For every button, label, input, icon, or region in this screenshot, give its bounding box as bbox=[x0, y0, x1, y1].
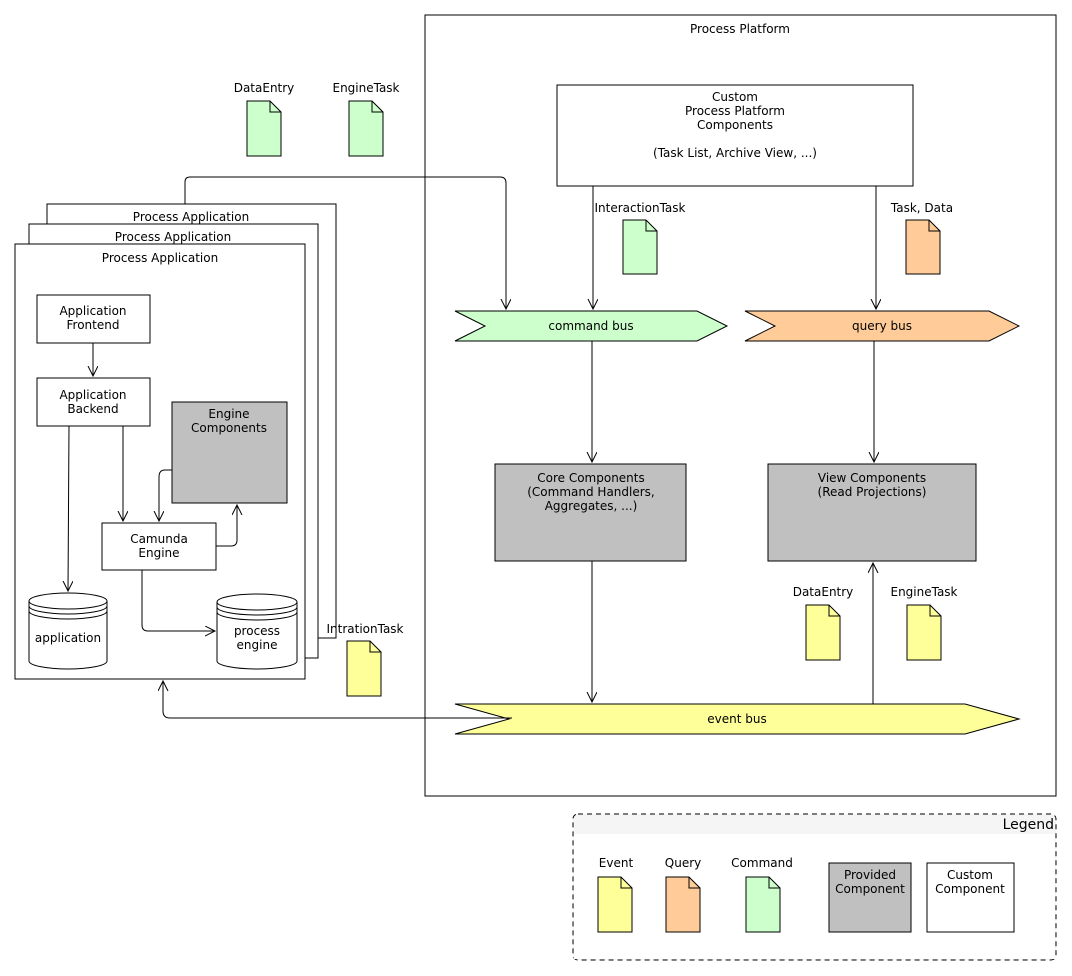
doc-interaction-task: InteractionTask bbox=[594, 201, 686, 275]
custom-components-line3: Components bbox=[697, 118, 773, 132]
command-bus[interactable]: command bus bbox=[454, 310, 729, 342]
custom-components-line2: Process Platform bbox=[685, 104, 785, 118]
legend-command-label: Command bbox=[731, 856, 793, 870]
connector-camunda-to-process-db bbox=[141, 570, 215, 631]
intration-task-label: IntrationTask bbox=[326, 622, 403, 636]
query-bus[interactable]: query bus bbox=[744, 310, 1021, 342]
core-components-line3: Aggregates, ...) bbox=[545, 499, 638, 513]
frontend-line2: Frontend bbox=[67, 318, 120, 332]
engine-components-line2: Components bbox=[191, 421, 267, 435]
custom-components-line1: Custom bbox=[712, 90, 758, 104]
legend-command: Command bbox=[731, 856, 793, 933]
application-frontend-box[interactable]: Application Frontend bbox=[36, 294, 151, 344]
engine-components-line1: Engine bbox=[208, 407, 249, 421]
camunda-engine-box[interactable]: Camunda Engine bbox=[101, 522, 217, 571]
connector-engine-components-to-camunda bbox=[159, 469, 172, 521]
legend: Legend Event Query Command Provided Comp… bbox=[572, 813, 1057, 961]
process-application-title-front: Process Application bbox=[102, 251, 218, 265]
interaction-task-label: InteractionTask bbox=[594, 201, 685, 215]
doc-top-data-entry: DataEntry bbox=[234, 81, 295, 157]
backend-line1: Application bbox=[59, 388, 126, 402]
frontend-line1: Application bbox=[59, 304, 126, 318]
core-components-line1: Core Components bbox=[537, 471, 645, 485]
custom-components-line4: (Task List, Archive View, ...) bbox=[653, 146, 817, 160]
legend-query: Query bbox=[665, 856, 701, 933]
backend-line2: Backend bbox=[67, 402, 118, 416]
core-components-box[interactable]: Core Components (Command Handlers, Aggre… bbox=[494, 463, 687, 562]
connector-backend-to-app-db bbox=[68, 425, 69, 591]
legend-custom-line2: Component bbox=[935, 882, 1005, 896]
legend-provided-component: Provided Component bbox=[828, 862, 912, 933]
application-backend-box[interactable]: Application Backend bbox=[36, 377, 151, 427]
db-process-line2: engine bbox=[237, 638, 278, 652]
connector-app-to-command-bus bbox=[184, 176, 506, 309]
doc-data-entry-bottom: DataEntry bbox=[793, 585, 854, 661]
doc-task-data: Task, Data bbox=[890, 201, 953, 275]
connector-event-bus-to-app bbox=[163, 681, 512, 719]
view-components-line2: (Read Projections) bbox=[818, 485, 927, 499]
doc-engine-task-bottom: EngineTask bbox=[890, 585, 958, 661]
task-data-label: Task, Data bbox=[890, 201, 953, 215]
bottom-data-entry-label: DataEntry bbox=[793, 585, 854, 599]
process-application-title-middle: Process Application bbox=[115, 230, 231, 244]
bottom-engine-task-label: EngineTask bbox=[890, 585, 957, 599]
doc-top-engine-task: EngineTask bbox=[332, 81, 400, 157]
event-bus-label: event bus bbox=[707, 712, 766, 726]
custom-platform-components-box[interactable]: Custom Process Platform Components (Task… bbox=[556, 84, 914, 187]
query-bus-label: query bus bbox=[852, 319, 912, 333]
command-bus-label: command bus bbox=[548, 319, 633, 333]
process-engine-database[interactable]: process engine bbox=[216, 593, 298, 670]
doc-intration-task: IntrationTask bbox=[326, 622, 404, 697]
core-components-line2: (Command Handlers, bbox=[527, 485, 655, 499]
top-data-entry-label: DataEntry bbox=[234, 81, 295, 95]
engine-components-box[interactable]: Engine Components bbox=[171, 401, 288, 504]
legend-event-label: Event bbox=[599, 856, 634, 870]
view-components-box[interactable]: View Components (Read Projections) bbox=[767, 463, 977, 562]
view-components-line1: View Components bbox=[818, 471, 926, 485]
camunda-line1: Camunda bbox=[130, 532, 188, 546]
legend-provided-line2: Component bbox=[835, 882, 905, 896]
connector-camunda-to-engine-components bbox=[216, 505, 237, 547]
top-engine-task-label: EngineTask bbox=[332, 81, 399, 95]
camunda-line2: Engine bbox=[138, 546, 179, 560]
db-process-line1: process bbox=[234, 624, 280, 638]
process-application-title-back: Process Application bbox=[133, 210, 249, 224]
legend-query-label: Query bbox=[665, 856, 701, 870]
legend-custom-component: Custom Component bbox=[926, 862, 1015, 933]
connector-app-stub bbox=[319, 637, 337, 639]
legend-event: Event bbox=[597, 856, 634, 933]
db-application-label: application bbox=[35, 631, 101, 645]
application-database[interactable]: application bbox=[28, 592, 108, 670]
event-bus[interactable]: event bus bbox=[454, 703, 1021, 735]
legend-custom-line1: Custom bbox=[947, 868, 993, 882]
legend-provided-line1: Provided bbox=[844, 868, 896, 882]
legend-title: Legend bbox=[1003, 817, 1054, 833]
connectors bbox=[68, 176, 876, 719]
process-platform-title: Process Platform bbox=[690, 22, 790, 36]
